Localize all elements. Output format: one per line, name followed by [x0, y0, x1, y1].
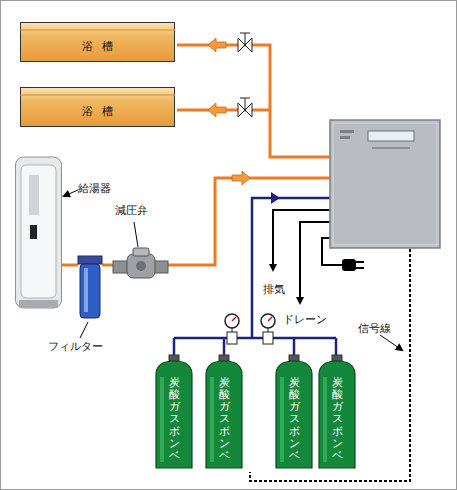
leader-line [80, 322, 88, 338]
pipe-connector [102, 265, 113, 266]
leader-line [380, 335, 402, 350]
leader-line [64, 190, 78, 196]
bath-node: 浴槽 [20, 22, 175, 62]
leader-line [134, 222, 138, 247]
valve-node: 減圧弁 [113, 252, 168, 280]
signal-line-label: 信号線 [358, 322, 391, 335]
filter-node: フィルター [78, 256, 102, 320]
cylinder-label: 炭酸ガスボンベ [289, 377, 300, 462]
gas-flow-arrow [271, 192, 280, 204]
bath-label: 浴槽 [82, 40, 124, 53]
cylinder-label: 炭酸ガスボンベ [169, 377, 180, 462]
cyl-node: 炭酸ガスボンベ [275, 355, 313, 470]
cylinder-label: 炭酸ガスボンベ [332, 377, 343, 462]
control-unit [330, 120, 440, 248]
gate-valve [238, 33, 252, 117]
exhaust-label: 排気 [263, 283, 285, 296]
valve-label: 減圧弁 [115, 204, 148, 217]
cylinder-label: 炭酸ガスボンベ [219, 377, 230, 462]
pipe-connector [62, 265, 78, 266]
pressure-regulator [225, 314, 275, 344]
drain-label: ドレーン [283, 313, 327, 326]
heater-label: 給湯器 [78, 182, 111, 195]
gas-pipe [174, 198, 336, 356]
cyl-node: 炭酸ガスボンベ [318, 355, 356, 470]
heater-shape [15, 155, 62, 310]
valve-shape [113, 252, 168, 280]
cyl-node: 炭酸ガスボンベ [155, 355, 193, 470]
filter-label: フィルター [48, 340, 103, 353]
bath-label: 浴槽 [82, 105, 124, 118]
filter-shape [78, 256, 102, 320]
heater-node: 給湯器 [15, 155, 62, 310]
cyl-node: 炭酸ガスボンベ [205, 355, 243, 470]
hot-pipe [168, 45, 330, 265]
bath-node: 浴槽 [20, 87, 175, 127]
signal-line [250, 249, 410, 481]
power-plug [342, 259, 364, 271]
